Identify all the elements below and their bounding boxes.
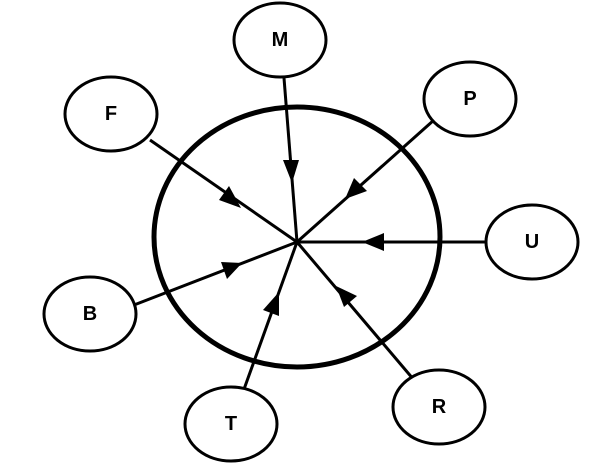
node-b-ellipse [42,275,138,353]
arrowhead-u [362,233,384,251]
arrowhead-t [263,292,279,316]
arrowhead-p [345,178,367,199]
node-p: P [422,60,518,138]
arrowhead-f [219,186,241,208]
node-f-label: F [105,103,117,125]
node-m: M [232,1,328,79]
arrowhead-r [336,286,357,307]
edge-b-to-center [133,240,298,307]
node-f-ellipse [63,75,159,153]
node-u: U [484,203,580,281]
node-u-ellipse [484,203,580,281]
node-m-ellipse [232,1,328,79]
edge-r-to-center [295,241,416,381]
node-b: B [42,275,138,353]
edges [133,77,487,393]
arrowhead-m [283,160,299,183]
node-t-label: T [225,413,237,435]
edge-t-to-center [241,241,299,393]
node-t-ellipse [183,385,279,463]
arrowhead-b [221,262,242,279]
node-r: R [391,368,487,446]
node-r-label: R [432,396,447,418]
node-u-label: U [525,231,539,253]
node-r-ellipse [391,368,487,446]
node-p-ellipse [422,60,518,138]
node-p-label: P [463,88,476,110]
center-circle [151,104,443,370]
node-f: F [63,75,159,153]
node-m-label: M [272,29,289,51]
edge-f-to-center [149,138,298,244]
node-b-label: B [83,303,97,325]
edge-p-to-center [296,118,435,244]
node-t: T [183,385,279,463]
